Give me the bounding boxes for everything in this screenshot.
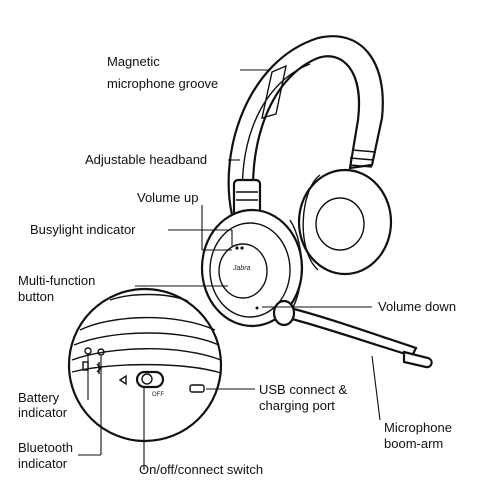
label-multi-function-2: button — [18, 289, 54, 304]
label-onoff-switch: On/off/connect switch — [139, 462, 263, 477]
label-bluetooth-1: Bluetooth — [18, 440, 73, 455]
label-volume-down: Volume down — [378, 299, 456, 314]
bluetooth-led — [97, 348, 105, 356]
busylight-dot — [240, 246, 244, 250]
label-adjustable-headband: Adjustable headband — [85, 152, 207, 167]
label-volume-up: Volume up — [137, 190, 198, 205]
label-microphone-2: boom-arm — [384, 436, 443, 451]
multi-function-button: Jabra — [232, 265, 251, 272]
label-magnetic-groove-1: Magnetic — [107, 54, 160, 69]
volume-down-dot — [255, 306, 259, 310]
svg-text:OFF: OFF — [152, 392, 164, 398]
headband-slider — [232, 178, 262, 218]
connect-icon — [118, 374, 127, 386]
label-magnetic-groove-2: microphone groove — [107, 76, 218, 91]
label-battery-1: Battery — [18, 390, 60, 405]
detail-magnifier: OFF — [67, 287, 223, 443]
label-battery-2: indicator — [18, 405, 68, 420]
label-usb-1: USB connect & — [259, 382, 347, 397]
svg-text:Jabra: Jabra — [232, 265, 251, 272]
busylight-dot — [235, 246, 239, 250]
leader-lines — [78, 69, 381, 470]
label-microphone-1: Microphone — [384, 420, 452, 435]
label-multi-function-1: Multi-function — [18, 273, 95, 288]
label-usb-2: charging port — [259, 398, 335, 413]
label-bluetooth-2: indicator — [18, 456, 68, 471]
battery-led — [84, 347, 92, 355]
right-earcup — [297, 168, 393, 276]
left-earcup — [200, 208, 304, 328]
magnetic-groove — [261, 64, 287, 119]
label-busylight: Busylight indicator — [30, 222, 136, 237]
usb-port — [189, 384, 205, 393]
